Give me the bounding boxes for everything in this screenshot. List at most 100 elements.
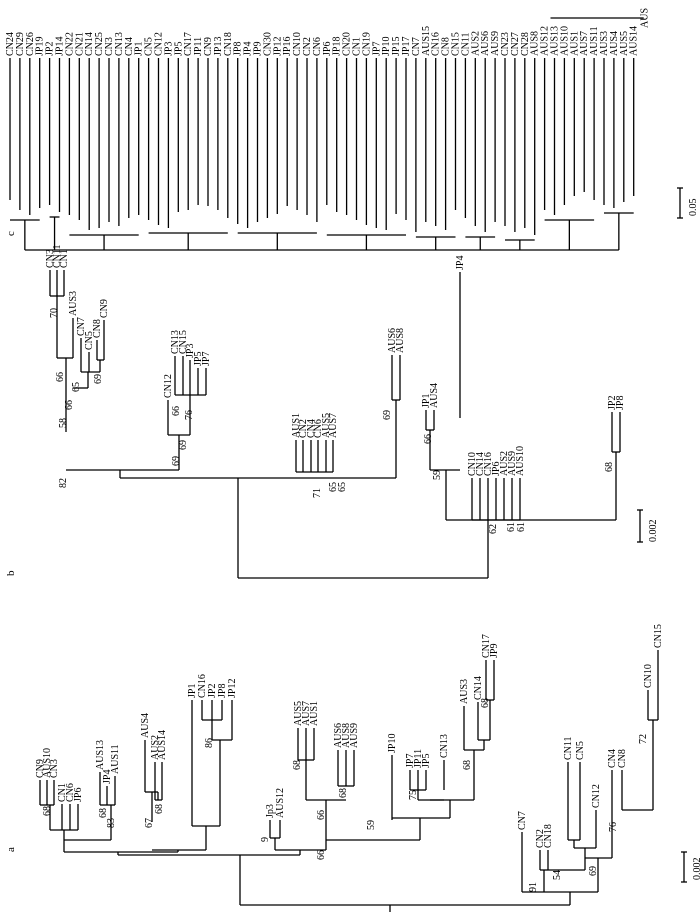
bootstrap-value: 69	[178, 440, 189, 450]
leaf-label: AUS4	[140, 713, 151, 738]
leaf-label: CN6	[65, 783, 76, 802]
leaf-label: JP9	[489, 644, 500, 658]
leaf-label: AUS5	[619, 31, 630, 56]
leaf-label: JP8	[217, 684, 228, 698]
leaf-label: JP10	[387, 734, 398, 753]
leaf-label: AUS8	[341, 723, 352, 748]
leaf-label: AUS3	[68, 291, 79, 316]
bootstrap-value: 66	[316, 810, 327, 820]
leaf-label: JP6	[73, 788, 84, 802]
leaf-label: CN25	[94, 32, 105, 56]
leaf-label: CN24	[5, 32, 16, 56]
leaf-label: CN27	[510, 32, 521, 56]
leaf-label: CN4	[124, 37, 135, 56]
leaf-label: AUS3	[599, 31, 610, 56]
bootstrap-value: 59	[432, 470, 443, 480]
leaf-label: JP5	[173, 42, 184, 56]
leaf-label: JP1	[421, 394, 432, 408]
panel-label: b	[5, 570, 17, 576]
leaf-label: CN9	[99, 299, 110, 318]
leaf-label: AUS7	[328, 413, 339, 438]
leaf-label: AUS12	[275, 788, 286, 818]
bootstrap-value: 70	[49, 308, 60, 318]
leaf-label: CN8	[92, 319, 103, 338]
leaf-label: CN7	[411, 37, 422, 56]
leaf-label: AUS13	[550, 26, 561, 56]
leaf-label: CN18	[543, 824, 554, 848]
leaf-label: AUS1	[569, 31, 580, 56]
leaf-label: CN15	[653, 624, 664, 648]
leaf-label: JP6	[322, 42, 333, 56]
leaf-label: CN5	[144, 37, 155, 56]
leaf-label: CN20	[342, 32, 353, 56]
leaf-label: CN10	[292, 32, 303, 56]
leaf-label: AUS6	[333, 723, 344, 748]
bootstrap-value: 68	[154, 804, 165, 814]
leaf-label: CN14	[84, 32, 95, 56]
bootstrap-value: 82	[58, 478, 69, 488]
bootstrap-value: 91	[528, 882, 539, 892]
leaf-label: JP7	[201, 352, 212, 366]
leaf-label: CN6	[313, 419, 324, 438]
leaf-label: CN8	[441, 37, 452, 56]
leaf-label: AUS1	[291, 413, 302, 438]
leaf-label: JP11	[413, 749, 424, 768]
leaf-label: JP1	[187, 684, 198, 698]
leaf-label: AUS5	[321, 413, 332, 438]
leaf-label: JP10	[381, 37, 392, 56]
bootstrap-value: 54	[552, 870, 563, 880]
leaf-label: CN3	[104, 37, 115, 56]
leaf-label: CN1	[57, 783, 68, 802]
leaf-label: CN21	[74, 32, 85, 56]
leaf-label: JP2	[45, 42, 56, 56]
leaf-label: JP11	[193, 37, 204, 56]
bootstrap-value: 75	[408, 790, 419, 800]
leaf-label: AUS2	[499, 451, 510, 476]
leaf-label: AUS8	[395, 328, 406, 353]
leaf-label: CN5	[84, 331, 95, 350]
leaf-label: CN11	[563, 736, 574, 760]
leaf-label: CN12	[591, 784, 602, 808]
bootstrap-value: 58	[58, 418, 69, 428]
leaf-label: CN13	[439, 734, 450, 758]
scale-bar-label: 0.002	[648, 520, 659, 543]
leaf-label: JP4	[243, 42, 254, 56]
leaf-label: AUS9	[507, 451, 518, 476]
leaf-label: CN23	[500, 32, 511, 56]
bootstrap-value: 9	[260, 837, 271, 842]
bootstrap-value: 69	[382, 410, 393, 420]
leaf-label: JP16	[282, 37, 293, 56]
leaf-label: AUS12	[540, 26, 551, 56]
leaf-label: CN15	[178, 330, 189, 354]
bootstrap-value: 71	[312, 488, 323, 498]
leaf-label: Jp3	[265, 804, 276, 818]
leaf-label: CN7	[517, 811, 528, 830]
leaf-label: CN5	[575, 741, 586, 760]
leaf-label: CN2	[298, 419, 309, 438]
leaf-label: JP12	[227, 679, 238, 698]
leaf-label: JP2	[607, 396, 618, 410]
bootstrap-value: 68	[42, 806, 53, 816]
leaf-label: AUS10	[515, 446, 526, 476]
leaf-label: CN17	[481, 634, 492, 658]
leaf-label: AUS4	[609, 31, 620, 56]
leaf-label: AUS11	[110, 744, 121, 774]
leaf-label: AUS14	[157, 730, 168, 760]
leaf-label: AUS1	[309, 701, 320, 726]
leaf-label: AUS6	[480, 31, 491, 56]
bootstrap-value: 68	[462, 760, 473, 770]
bootstrap-value: 86	[204, 738, 215, 748]
leaf-label: CN26	[25, 32, 36, 56]
leaf-label: CN1	[59, 249, 70, 268]
bootstrap-value: 66	[55, 372, 66, 382]
bootstrap-value: 72	[638, 734, 649, 744]
bootstrap-value: 66	[423, 434, 434, 444]
leaf-label: CN6	[312, 37, 323, 56]
leaf-label: AUS3	[459, 679, 470, 704]
leaf-label: JP7	[371, 42, 382, 56]
bootstrap-value: 65	[71, 382, 82, 392]
leaf-label: AUS11	[589, 26, 600, 56]
leaf-label: CN8	[617, 749, 628, 768]
bootstrap-value: 61	[506, 522, 517, 532]
